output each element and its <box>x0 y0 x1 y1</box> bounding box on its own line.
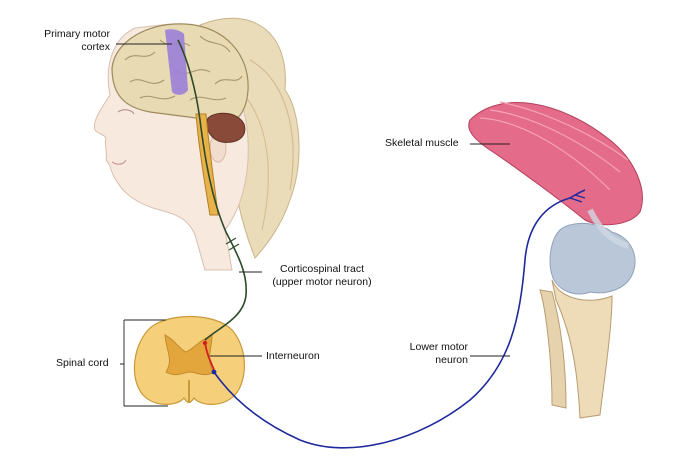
label-interneuron: Interneuron <box>266 350 320 362</box>
label-spinal-cord: Spinal cord <box>56 357 109 369</box>
label-corticospinal-tract: Corticospinal tract (upper motor neuron) <box>262 263 382 289</box>
spinal-cord-section <box>133 315 245 405</box>
label-text: (upper motor neuron) <box>272 276 372 288</box>
leader-lines <box>116 43 510 407</box>
upper-motor-neuron-path <box>177 39 247 341</box>
label-text: cortex <box>81 41 110 53</box>
primary-motor-cortex-region <box>165 29 188 95</box>
fibula <box>539 289 567 409</box>
lower-motor-neuron-path <box>213 189 586 449</box>
label-lower-motor-neuron: Lower motor neuron <box>398 341 468 367</box>
skeletal-muscle <box>468 102 643 226</box>
cerebellum <box>206 112 246 143</box>
tract-break-mark <box>225 237 240 251</box>
tibia <box>551 279 613 419</box>
label-text: Primary motor <box>44 28 110 40</box>
label-text: Corticospinal tract <box>279 263 365 275</box>
label-text: neuron <box>435 354 468 366</box>
brain <box>111 23 249 216</box>
label-primary-motor-cortex: Primary motor cortex <box>30 28 110 54</box>
knee-and-muscle <box>468 101 643 419</box>
label-skeletal-muscle: Skeletal muscle <box>385 137 459 149</box>
label-text: Lower motor <box>409 341 468 353</box>
